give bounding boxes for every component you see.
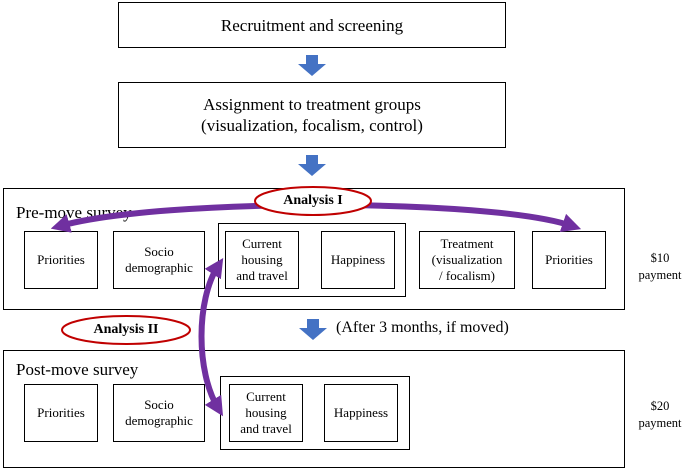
analysis-two-label: Analysis II bbox=[93, 322, 159, 337]
pre-happiness-label: Happiness bbox=[330, 252, 386, 267]
pre-housing-box: Current housing and travel bbox=[225, 231, 299, 289]
pre-socio-box: Socio demographic bbox=[113, 231, 205, 289]
assignment-label-line1: Assignment to treatment groups bbox=[203, 95, 421, 114]
analysis-two-oval bbox=[61, 315, 191, 345]
pre-socio-label-line1: Socio bbox=[144, 244, 174, 259]
post-socio-label-line2: demographic bbox=[125, 413, 193, 428]
assignment-label-line2: (visualization, focalism, control) bbox=[201, 116, 423, 135]
treatment-label-line1: Treatment bbox=[440, 236, 494, 251]
post-housing-label-line2: housing bbox=[245, 405, 287, 420]
pre-priorities-box: Priorities bbox=[24, 231, 98, 289]
pre-happiness-box: Happiness bbox=[321, 231, 395, 289]
blue-down-arrow-2 bbox=[298, 155, 326, 176]
analysis-two-arrow bbox=[198, 257, 224, 417]
post-socio-box: Socio demographic bbox=[113, 384, 205, 442]
post-payment-amount: $20 bbox=[650, 399, 670, 413]
post-housing-label-line3: and travel bbox=[240, 421, 292, 436]
interval-note: (After 3 months, if moved) bbox=[336, 319, 509, 336]
pre-priorities-right-label: Priorities bbox=[545, 252, 593, 267]
pre-payment: $10 payment bbox=[635, 250, 685, 284]
recruitment-box: Recruitment and screening bbox=[118, 2, 506, 48]
post-priorities-box: Priorities bbox=[24, 384, 98, 442]
post-happiness-box: Happiness bbox=[324, 384, 398, 442]
analysis-one-label: Analysis I bbox=[283, 193, 343, 208]
recruitment-label: Recruitment and screening bbox=[220, 15, 404, 35]
post-housing-label-line1: Current bbox=[246, 389, 286, 404]
analysis-one-oval bbox=[254, 186, 372, 216]
pre-socio-label-line2: demographic bbox=[125, 260, 193, 275]
pre-priorities-right-box: Priorities bbox=[532, 231, 606, 289]
pre-housing-label-line2: housing bbox=[241, 252, 283, 267]
post-housing-box: Current housing and travel bbox=[229, 384, 303, 442]
pre-payment-amount: $10 bbox=[650, 251, 670, 265]
post-move-survey-title: Post-move survey bbox=[16, 360, 139, 379]
pre-payment-label: payment bbox=[638, 268, 682, 282]
post-happiness-label: Happiness bbox=[333, 405, 389, 420]
assignment-box: Assignment to treatment groups (visualiz… bbox=[118, 82, 506, 148]
post-priorities-label: Priorities bbox=[37, 405, 85, 420]
treatment-label-line2: (visualization bbox=[431, 252, 503, 267]
blue-down-arrow-1 bbox=[298, 55, 326, 76]
post-payment-label: payment bbox=[638, 416, 682, 430]
pre-housing-label-line3: and travel bbox=[236, 268, 288, 283]
post-move-survey-frame bbox=[3, 350, 625, 468]
post-socio-label-line1: Socio bbox=[144, 397, 174, 412]
treatment-box: Treatment (visualization / focalism) bbox=[419, 231, 515, 289]
blue-down-arrow-3 bbox=[299, 319, 327, 340]
pre-priorities-label: Priorities bbox=[37, 252, 85, 267]
post-payment: $20 payment bbox=[635, 398, 685, 432]
treatment-label-line3: / focalism) bbox=[439, 268, 495, 283]
pre-housing-label-line1: Current bbox=[242, 236, 282, 251]
